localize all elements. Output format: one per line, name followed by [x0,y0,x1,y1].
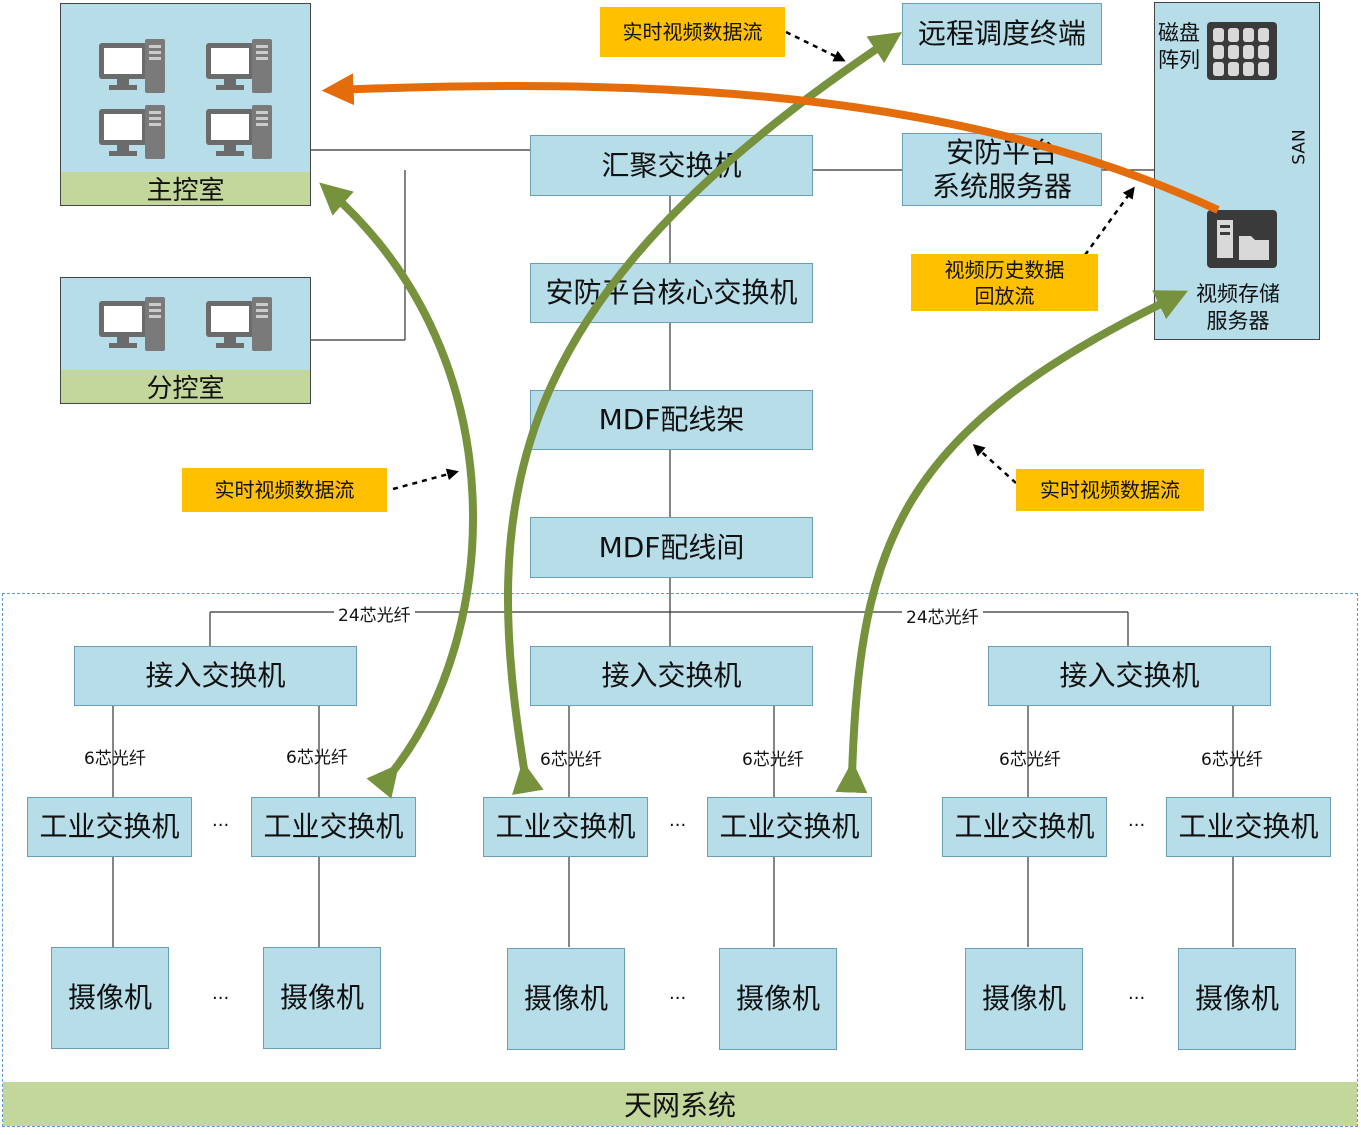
fiber-6-label: 6芯光纤 [286,748,348,768]
industrial-switch[interactable]: 工业交换机 [251,797,416,857]
fiber-6-label: 6芯光纤 [540,750,602,770]
aggregation-switch[interactable]: 汇聚交换机 [530,135,813,196]
fiber-24-label: 24芯光纤 [334,601,415,626]
industrial-switch[interactable]: 工业交换机 [27,797,192,857]
disk-array-label-line2: 阵列 [1158,48,1200,73]
ellipsis: ··· [669,815,687,836]
main-control-room: 主控室 [60,3,311,206]
tianwang-label: 天网系统 [3,1082,1357,1126]
computer-icon [206,39,272,93]
video-server-label-line2: 服务器 [1206,309,1270,334]
video-server-label-line1: 视频存储 [1196,282,1280,306]
branch-control-room-label: 分控室 [61,370,310,404]
ellipsis: ··· [1128,988,1146,1009]
realtime-flow-tag: 实时视频数据流 [182,468,387,512]
mdf-frame[interactable]: MDF配线架 [530,390,813,450]
camera[interactable]: 摄像机 [965,948,1083,1050]
branch-control-room: 分控室 [60,277,311,404]
access-switch[interactable]: 接入交换机 [988,646,1271,706]
realtime-flow-tag: 实时视频数据流 [1016,469,1204,511]
industrial-switch[interactable]: 工业交换机 [942,797,1107,857]
ellipsis: ··· [669,988,687,1009]
core-switch[interactable]: 安防平台核心交换机 [530,263,813,323]
platform-server[interactable]: 安防平台 系统服务器 [902,133,1102,206]
industrial-switch[interactable]: 工业交换机 [1166,797,1331,857]
platform-server-line1: 安防平台 [945,135,1058,169]
platform-server-line2: 系统服务器 [931,169,1072,203]
computer-icon [99,105,165,159]
san-label: SAN [1288,125,1312,169]
mdf-room[interactable]: MDF配线间 [530,517,813,578]
fiber-6-label: 6芯光纤 [84,749,146,769]
camera[interactable]: 摄像机 [719,948,837,1050]
video-server-icon [1207,210,1277,268]
ellipsis: ··· [212,988,230,1009]
main-control-room-label: 主控室 [61,172,310,206]
san-text: SAN [1289,129,1310,165]
disk-array-icon [1207,22,1277,80]
fiber-6-label: 6芯光纤 [999,750,1061,770]
camera[interactable]: 摄像机 [1178,948,1296,1050]
playback-flow-tag-line2: 回放流 [974,283,1035,308]
computer-icon [99,297,165,351]
remote-terminal[interactable]: 远程调度终端 [902,3,1102,65]
computer-icon [99,39,165,93]
camera[interactable]: 摄像机 [51,947,169,1049]
computer-icon [206,105,272,159]
computer-icon [206,297,272,351]
fiber-6-label: 6芯光纤 [1201,750,1263,770]
fiber-6-label: 6芯光纤 [742,750,804,770]
ellipsis: ··· [1128,815,1146,836]
realtime-flow-tag: 实时视频数据流 [600,7,785,57]
camera[interactable]: 摄像机 [263,947,381,1049]
disk-array-label-line1: 磁盘 [1158,21,1200,45]
industrial-switch[interactable]: 工业交换机 [707,797,872,857]
fiber-24-label: 24芯光纤 [902,603,983,628]
access-switch[interactable]: 接入交换机 [74,646,357,706]
industrial-switch[interactable]: 工业交换机 [483,797,648,857]
ellipsis: ··· [212,815,230,836]
playback-flow-tag-line1: 视频历史数据 [944,257,1065,282]
disk-array-label: 磁盘 阵列 [1158,20,1200,75]
access-switch[interactable]: 接入交换机 [530,646,813,706]
video-server-label: 视频存储 服务器 [1196,281,1280,336]
camera[interactable]: 摄像机 [507,948,625,1050]
playback-flow-tag: 视频历史数据 回放流 [911,254,1098,311]
